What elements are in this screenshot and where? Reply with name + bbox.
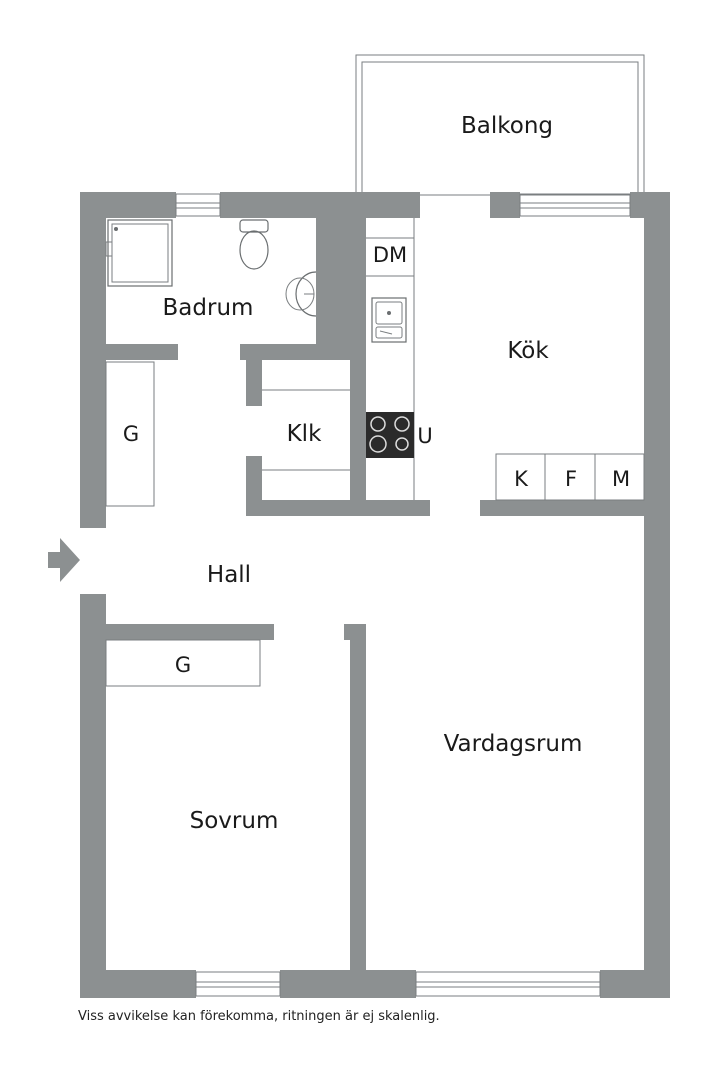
bathroom-sink-icon bbox=[285, 271, 317, 317]
room-label-sovrum: Sovrum bbox=[190, 808, 279, 834]
label-refrigerator: K bbox=[514, 467, 529, 491]
label-bedroom-wardrobe: G bbox=[175, 653, 191, 677]
disclaimer-note: Viss avvikelse kan förekomma, ritningen … bbox=[78, 1009, 440, 1024]
room-label-hall: Hall bbox=[207, 562, 251, 588]
label-oven: U bbox=[417, 424, 432, 448]
windows bbox=[175, 193, 631, 997]
shower-icon bbox=[105, 219, 173, 287]
outer-walls bbox=[80, 192, 670, 998]
room-label-vardagsrum: Vardagsrum bbox=[444, 731, 583, 757]
room-label-klk: Klk bbox=[287, 421, 322, 447]
label-dishwasher: DM bbox=[373, 243, 407, 267]
inner-walls bbox=[106, 218, 670, 984]
kitchen-sink-icon bbox=[371, 297, 407, 343]
label-microwave: M bbox=[612, 467, 630, 491]
stove-icon bbox=[366, 412, 414, 458]
closet-shelves bbox=[262, 389, 350, 471]
hall-wardrobe bbox=[105, 361, 155, 507]
toilet-icon bbox=[239, 219, 269, 270]
bedroom-wardrobe bbox=[105, 639, 261, 687]
label-freezer: F bbox=[565, 467, 577, 491]
room-label-badrum: Badrum bbox=[163, 295, 254, 321]
room-label-kok: Kök bbox=[507, 338, 549, 364]
appliance-row bbox=[495, 453, 645, 501]
room-label-balkong: Balkong bbox=[461, 113, 553, 139]
label-hall-wardrobe: G bbox=[123, 422, 139, 446]
entrance-arrow-icon bbox=[48, 538, 80, 582]
